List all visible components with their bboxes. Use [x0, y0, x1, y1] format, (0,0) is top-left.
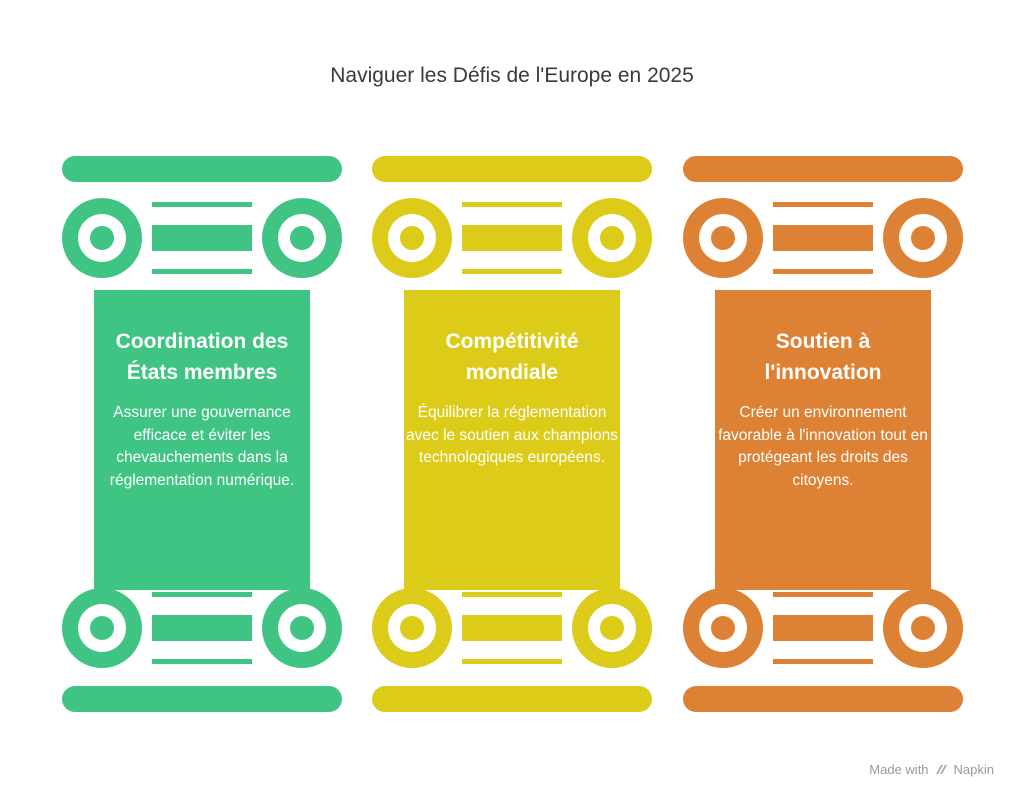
top-capital-volute-eye-left — [400, 226, 424, 250]
top-capital-volute-eye-right — [290, 226, 314, 250]
top-capital-volute-eye-left — [90, 226, 114, 250]
bottom-slab — [372, 686, 652, 712]
top-slab — [372, 156, 652, 182]
top-capital-groove — [152, 251, 252, 269]
top-capital-bar — [779, 230, 867, 246]
bottom-slab — [683, 686, 963, 712]
top-capital-bar — [468, 230, 556, 246]
top-slab — [62, 156, 342, 182]
napkin-logo-icon — [935, 763, 948, 776]
footer: Made with Napkin — [869, 762, 994, 777]
made-with-label: Made with — [869, 762, 928, 777]
pillar-innovation-support: Soutien à l'innovation Créer un environn… — [683, 150, 963, 720]
pillar-text: Coordination des États membres Assurer u… — [96, 326, 308, 492]
top-capital-volute-eye-right — [600, 226, 624, 250]
page-title: Naviguer les Défis de l'Europe en 2025 — [0, 64, 1024, 88]
bottom-capital-volute-eye-left — [90, 616, 114, 640]
napkin-brand: Napkin — [954, 762, 994, 777]
pillar-global-competitiveness: Compétitivité mondiale Équilibrer la rég… — [372, 150, 652, 720]
bottom-capital-groove — [462, 641, 562, 659]
pillar-heading: Compétitivité mondiale — [406, 326, 618, 388]
bottom-capital-groove — [462, 597, 562, 615]
top-capital-bar — [158, 230, 246, 246]
bottom-slab — [62, 686, 342, 712]
pillar-member-states: Coordination des États membres Assurer u… — [62, 150, 342, 720]
top-capital-volute-eye-left — [711, 226, 735, 250]
top-capital-groove — [152, 207, 252, 225]
pillar-heading: Soutien à l'innovation — [717, 326, 929, 388]
top-capital-groove — [462, 251, 562, 269]
top-capital-groove — [773, 251, 873, 269]
bottom-capital-volute-eye-left — [711, 616, 735, 640]
pillar-text: Soutien à l'innovation Créer un environn… — [717, 326, 929, 492]
pillar-text: Compétitivité mondiale Équilibrer la rég… — [406, 326, 618, 470]
bottom-capital-volute-eye-right — [600, 616, 624, 640]
bottom-capital-groove — [773, 597, 873, 615]
bottom-capital-bar — [158, 620, 246, 636]
bottom-capital-groove — [152, 641, 252, 659]
bottom-capital-bar — [779, 620, 867, 636]
top-capital-volute-eye-right — [911, 226, 935, 250]
top-slab — [683, 156, 963, 182]
pillar-description: Créer un environnement favorable à l'inn… — [717, 402, 929, 492]
bottom-capital-volute-eye-left — [400, 616, 424, 640]
top-capital-groove — [462, 207, 562, 225]
pillar-description: Assurer une gouvernance efficace et évit… — [96, 402, 308, 492]
pillar-heading: Coordination des États membres — [96, 326, 308, 388]
pillar-description: Équilibrer la réglementation avec le sou… — [406, 402, 618, 470]
top-capital-groove — [773, 207, 873, 225]
bottom-capital-bar — [468, 620, 556, 636]
bottom-capital-groove — [773, 641, 873, 659]
bottom-capital-volute-eye-right — [911, 616, 935, 640]
bottom-capital-volute-eye-right — [290, 616, 314, 640]
bottom-capital-groove — [152, 597, 252, 615]
